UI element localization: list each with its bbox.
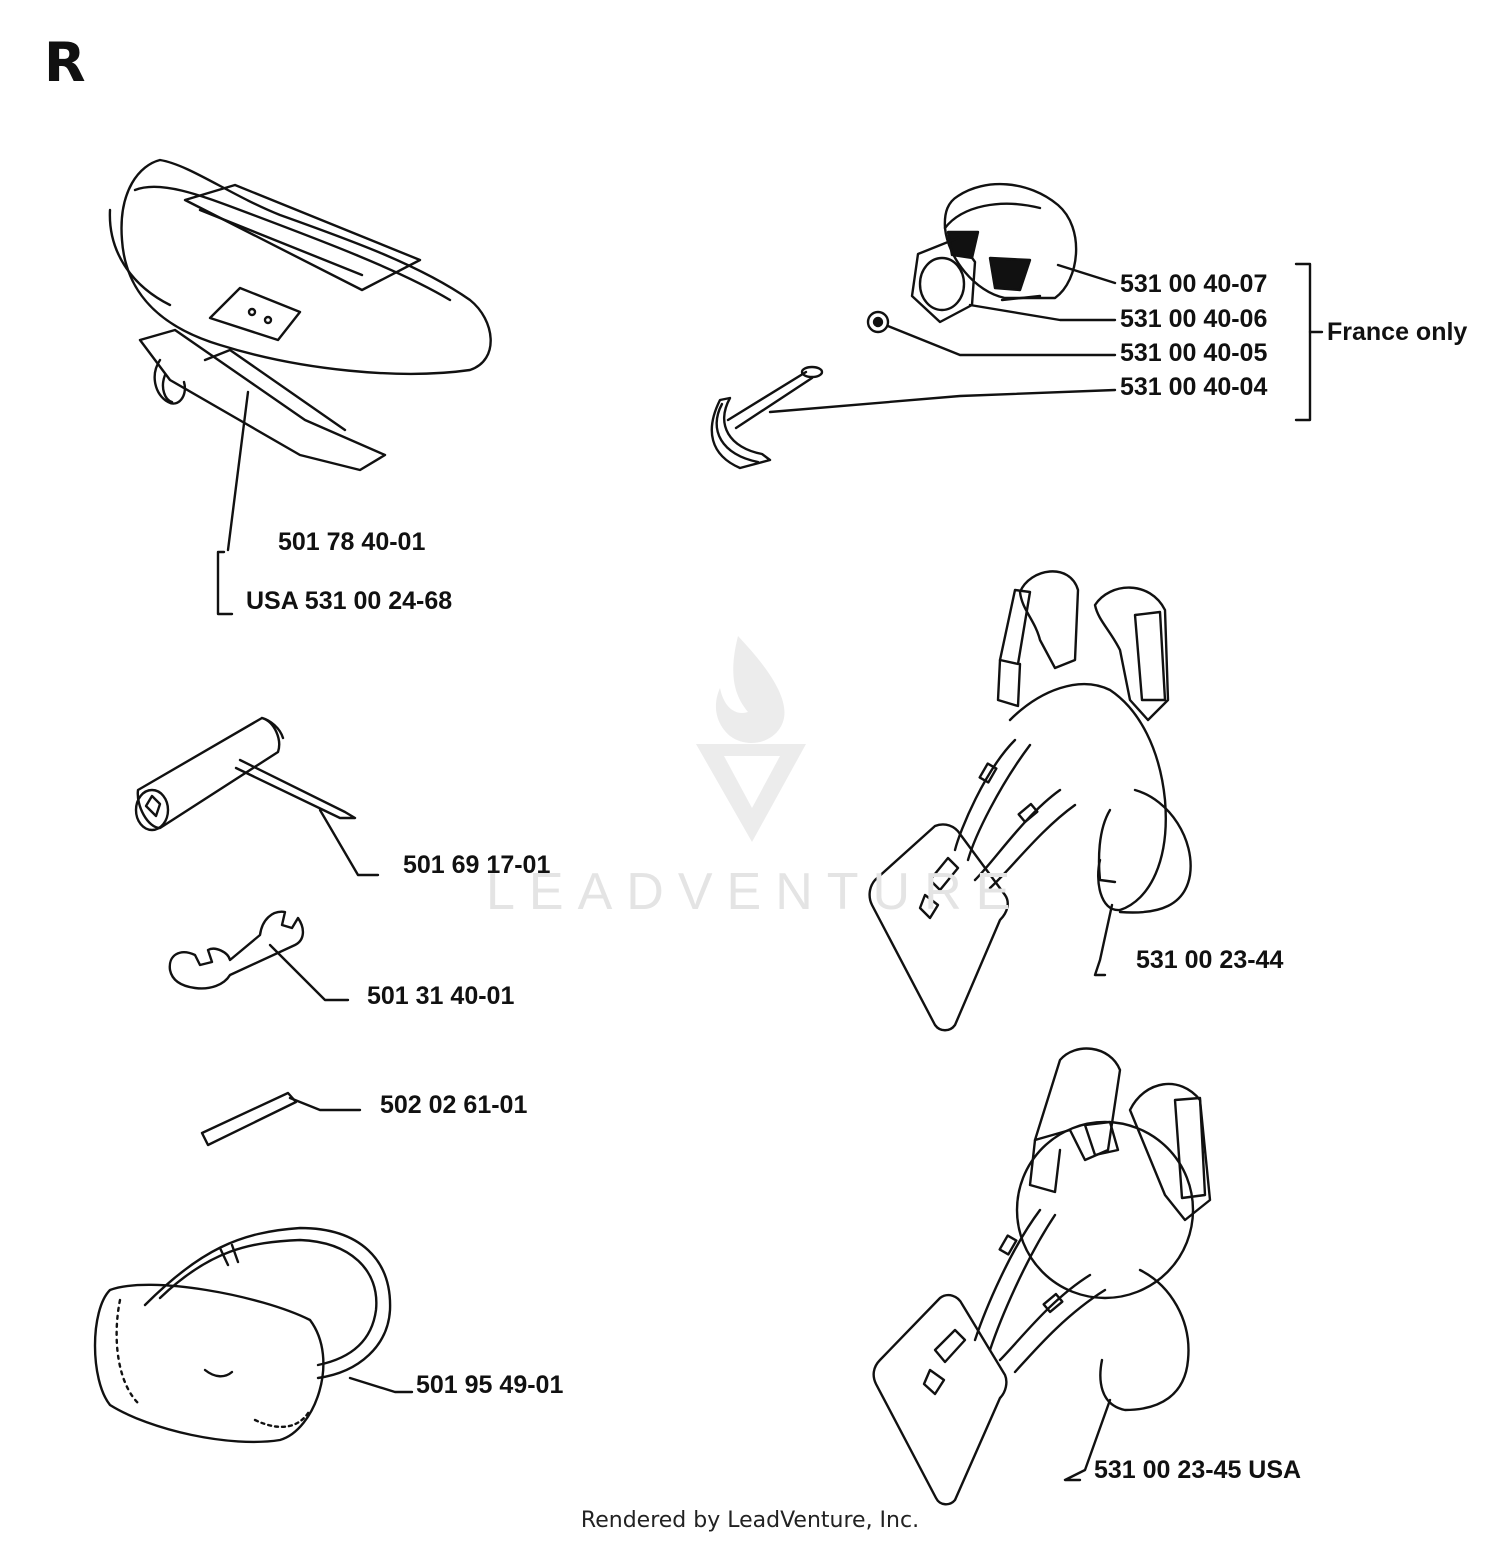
leader-double-harness: [1093, 903, 1114, 977]
pin-rod-drawing: [200, 1091, 298, 1147]
label-cap-05: 531 00 40-05: [1120, 339, 1268, 367]
harness-pad-drawing: [108, 158, 492, 472]
combination-tool-drawing: [134, 716, 357, 832]
wrench-drawing: [168, 910, 305, 990]
label-harness-part: 501 78 40-01: [278, 528, 426, 556]
leader-pin: [288, 1096, 362, 1112]
washer-drawing: [910, 236, 977, 324]
leader-guard: [348, 1376, 414, 1394]
label-cap-04: 531 00 40-04: [1120, 373, 1268, 401]
pin-drawing: [710, 365, 824, 470]
bracket-harness-usa: [216, 550, 234, 616]
label-france-only: France only: [1327, 318, 1468, 346]
nut-drawing: [866, 310, 890, 334]
leader-cap-04: [768, 388, 1117, 414]
hip-guard-drawing: [93, 1226, 392, 1444]
leadventure-flame-logo: [696, 636, 806, 842]
label-harness-usa: USA 531 00 24-68: [246, 587, 453, 615]
leader-cap-06: [968, 303, 1117, 322]
label-double-harness: 531 00 23-44: [1136, 946, 1284, 974]
leader-wrench: [268, 943, 350, 1002]
leader-harness: [226, 390, 250, 552]
label-cap-06: 531 00 40-06: [1120, 305, 1268, 333]
section-letter: R: [44, 31, 86, 94]
leader-cap-07: [1056, 263, 1117, 285]
bracket-france-only: [1294, 262, 1312, 422]
label-cap-07: 531 00 40-07: [1120, 270, 1268, 298]
label-double-harness-usa: 531 00 23-45 USA: [1094, 1456, 1302, 1484]
label-pin: 502 02 61-01: [380, 1091, 528, 1119]
label-combi-tool: 501 69 17-01: [403, 851, 551, 879]
label-wrench: 501 31 40-01: [367, 982, 515, 1010]
leader-cap-05: [886, 324, 1117, 357]
leader-double-harness-usa: [1063, 1398, 1112, 1482]
label-guard: 501 95 49-01: [416, 1371, 564, 1399]
leader-combi-tool: [318, 808, 380, 877]
watermark-text: LEADVENTURE: [486, 863, 1025, 921]
footer-credit: Rendered by LeadVenture, Inc.: [580, 1508, 920, 1533]
double-harness-usa-drawing: [872, 1047, 1212, 1506]
